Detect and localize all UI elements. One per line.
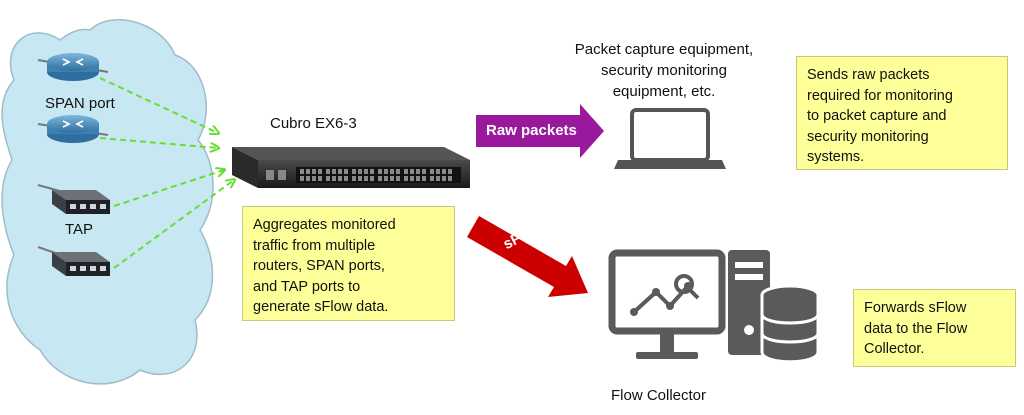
raw-packets-label: Raw packets: [486, 122, 577, 139]
note-line: routers, SPAN ports,: [253, 258, 385, 274]
note-line: security monitoring: [807, 128, 929, 145]
tap-device-icon: [52, 252, 110, 276]
flow-collector-icon: [608, 249, 820, 364]
flow-collector-label: Flow Collector: [611, 387, 707, 404]
note-line: systems.: [807, 149, 865, 165]
note-line: data to the Flow: [864, 320, 968, 337]
target-line: Packet capture equipment,: [574, 41, 754, 58]
span-port-label: SPAN port: [45, 95, 115, 112]
sflow-arrow: [467, 216, 588, 297]
tap-label: TAP: [65, 221, 94, 238]
packet-capture-label: Packet capture equipment, security monit…: [553, 39, 775, 102]
note-line: traffic from multiple: [253, 237, 376, 254]
note-line: required for monitoring: [807, 87, 953, 104]
dashed-flow-arrows: [99, 77, 234, 269]
note-line: generate sFlow data.: [253, 299, 389, 315]
note-line: and TAP ports to: [253, 278, 361, 295]
switch-description-note: Aggregates monitored traffic from multip…: [242, 206, 455, 321]
router-icon: [47, 115, 99, 143]
raw-packets-note: Sends raw packets required for monitorin…: [796, 56, 1008, 170]
tap-device-icon: [52, 190, 110, 214]
sflow-note: Forwards sFlow data to the Flow Collecto…: [853, 289, 1016, 367]
switch-device-icon: [232, 147, 470, 188]
raw-packets-arrow: [476, 104, 604, 158]
switch-name: Cubro EX6-3: [270, 115, 357, 132]
note-line: to packet capture and: [807, 108, 947, 124]
note-line: Aggregates monitored: [253, 217, 396, 233]
target-line: security monitoring: [601, 62, 727, 79]
note-line: Collector.: [864, 341, 925, 357]
note-line: Sends raw packets: [807, 67, 930, 83]
note-line: Forwards sFlow: [864, 300, 967, 316]
laptop-icon: [614, 108, 726, 169]
router-icon: [47, 53, 99, 81]
target-line: equipment, etc.: [612, 83, 716, 100]
